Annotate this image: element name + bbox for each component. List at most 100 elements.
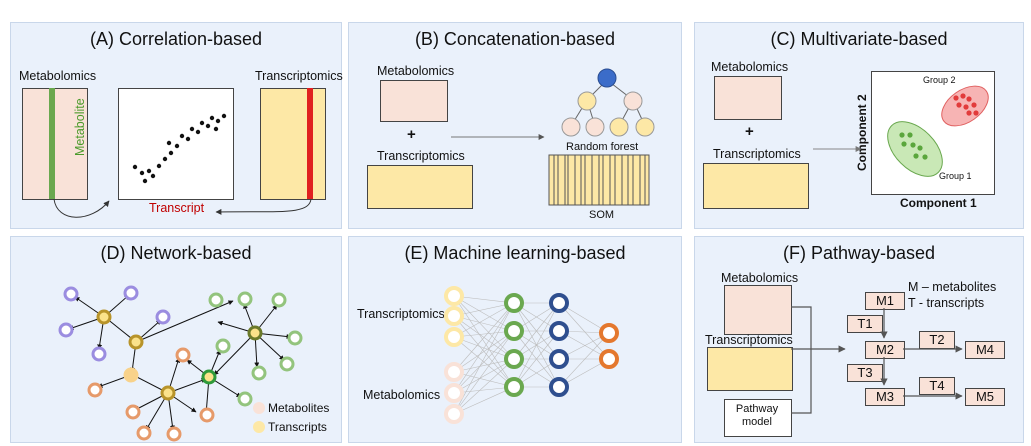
metabolomics-matrix: [380, 80, 448, 122]
neural-network: [444, 286, 619, 424]
pathway-connectors: [791, 306, 963, 414]
pathway-model-box: [724, 399, 792, 437]
transcriptomics-label: Transcriptomics: [255, 69, 343, 83]
random-forest-tree: [561, 68, 655, 137]
legend-metabolites-swatch: [253, 402, 265, 414]
panel-concatenation: (B) Concatenation-based Metabolomics + T…: [348, 22, 682, 229]
nn-connection: [513, 302, 560, 388]
nn-connection: [453, 295, 515, 388]
metabolomics-matrix: [724, 285, 792, 335]
nn-node: [444, 404, 464, 424]
som-bars: [553, 155, 646, 205]
panel-title: (E) Machine learning-based: [404, 243, 626, 263]
nn-connection: [453, 371, 515, 388]
arrow-to-metabolite-axis: [53, 198, 110, 218]
selected-metabolite-line: [49, 88, 55, 199]
nn-node: [504, 377, 524, 397]
scatter-plot: [118, 88, 234, 200]
nn-connection: [453, 295, 515, 304]
metabolomics-label: Metabolomics: [721, 271, 799, 285]
network-graph: [58, 285, 303, 442]
nn-connection: [453, 386, 515, 394]
nn-connection: [513, 330, 560, 388]
panel-title: (D) Network-based: [100, 243, 252, 263]
transcript-axis-label: Transcript: [149, 201, 205, 215]
node-m2: M2: [865, 341, 905, 359]
nn-node: [549, 321, 569, 341]
group-1-points: [899, 132, 928, 160]
node-m5: M5: [965, 388, 1005, 406]
panel-title: (B) Concatenation-based: [414, 29, 616, 49]
nn-connection: [453, 295, 515, 360]
nn-node: [504, 349, 524, 369]
nn-connection: [453, 302, 515, 317]
transcriptomics-label: Transcriptomics: [357, 307, 445, 321]
panel-b-graphics: [451, 68, 655, 206]
pathway-model-label: Pathway model: [735, 403, 779, 428]
panel-a-graphics: [53, 113, 312, 218]
nn-connection: [453, 330, 515, 415]
selected-transcript-line: [307, 88, 313, 199]
panel-f-graphics: [791, 306, 963, 414]
nn-node: [549, 349, 569, 369]
panel-title: (F) Pathway-based: [782, 243, 936, 263]
nn-connection: [453, 315, 515, 332]
node-t1: T1: [847, 315, 883, 333]
metabolomics-matrix: [22, 88, 88, 200]
nn-connection: [453, 295, 515, 332]
transcriptomics-label: Transcriptomics: [705, 333, 793, 347]
node-m1: M1: [865, 292, 905, 310]
nn-node: [504, 293, 524, 313]
nn-connection: [453, 358, 515, 373]
green-nodes: [208, 291, 303, 407]
nn-connection: [453, 330, 515, 394]
panel-pathway: (F) Pathway-based Metabolomics Transcrip…: [694, 236, 1024, 443]
scatter-points: [132, 113, 227, 184]
nn-node: [444, 327, 464, 347]
nn-connection: [453, 386, 515, 415]
legend-t: T - transcripts: [908, 296, 985, 310]
nn-nodes: [444, 286, 619, 424]
nn-node: [599, 349, 619, 369]
transcriptomics-label: Transcriptomics: [377, 149, 465, 163]
legend-metabolites-label: Metabolites: [268, 401, 330, 415]
nn-node: [549, 293, 569, 313]
node-m4: M4: [965, 341, 1005, 359]
transcriptomics-matrix: [707, 347, 793, 391]
som-label: SOM: [589, 209, 615, 221]
panel-correlation: (A) Correlation-based Metabolomics Trans…: [10, 22, 343, 229]
legend-transcripts-swatch: [253, 421, 265, 433]
node-t3: T3: [847, 364, 883, 382]
nn-node: [504, 321, 524, 341]
metabolomics-label: Metabolomics: [19, 69, 97, 83]
node-m3: M3: [865, 388, 905, 406]
purple-nodes: [58, 285, 171, 362]
plus-sign: +: [407, 126, 416, 143]
nn-connection: [453, 302, 515, 415]
panel-machine-learning: (E) Machine learning-based Transcriptomi…: [348, 236, 682, 443]
component-1-label: Component 1: [900, 196, 977, 210]
node-t2: T2: [919, 331, 955, 349]
nn-node: [444, 306, 464, 326]
nn-node: [444, 286, 464, 306]
arrow-to-transcript-axis: [215, 198, 312, 215]
panel-title: (A) Correlation-based: [89, 29, 263, 49]
metabolomics-label: Metabolomics: [377, 64, 455, 78]
hub-nodes: [96, 309, 263, 401]
nn-connection: [513, 302, 560, 360]
plus-sign: +: [745, 123, 754, 140]
transcriptomics-matrix: [367, 165, 473, 209]
legend-m: M – metabolites: [908, 280, 997, 294]
nn-node: [444, 383, 464, 403]
nn-connection: [453, 330, 515, 338]
nn-connection: [558, 332, 610, 388]
nn-connection: [453, 302, 515, 373]
nn-connection: [453, 330, 515, 373]
transcriptomics-label: Transcriptomics: [713, 147, 801, 161]
random-forest-label: Random forest: [566, 141, 639, 153]
panel-multivariate: (C) Multivariate-based Metabolomics + Tr…: [694, 22, 1024, 229]
panel-c-graphics: [813, 85, 989, 177]
nn-node: [549, 377, 569, 397]
nn-connection: [453, 302, 515, 394]
panel-network: (D) Network-based Metabolites Transcript…: [10, 236, 342, 443]
